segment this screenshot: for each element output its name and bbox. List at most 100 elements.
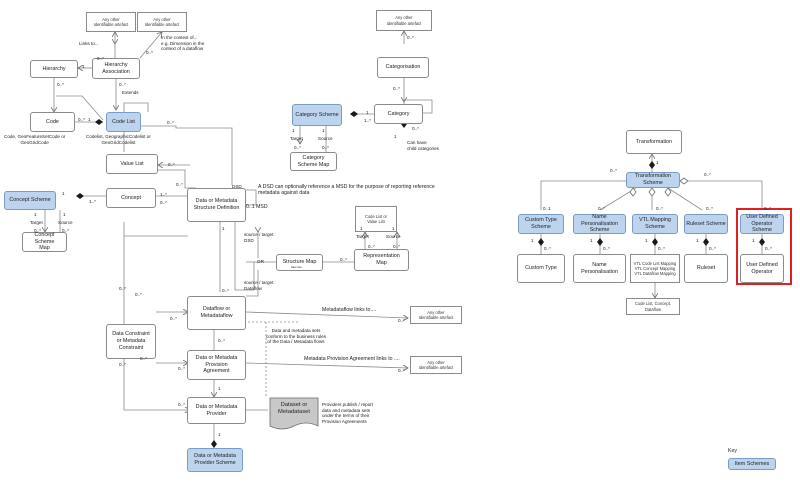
context-note: In the context of... e.g. Dimension in t… (161, 35, 205, 51)
mult-transformation: 1 (656, 160, 659, 165)
mult-rm-target: 0..* (368, 244, 375, 249)
mult-dataflow-dsd: 0..* (222, 288, 229, 293)
mult-csmap-target-b: 0..* (294, 145, 301, 150)
structure-map-box: Structure Map (276, 254, 323, 271)
mult-concept-scheme-b: 1..* (89, 199, 96, 204)
mult-ct-one: 1 (531, 238, 534, 243)
mult-categorisation-up: 0..* (407, 35, 414, 40)
transformation-box: Transformation (626, 130, 682, 154)
mult-rs-scheme: 0..* (706, 206, 713, 211)
mult-csm-source: 1 (63, 212, 66, 217)
mult-rm-target-one: 1 (360, 226, 363, 231)
key-item-schemes: Item Schemes (728, 458, 776, 470)
mult-ha-hierarchy: 1 (82, 64, 85, 69)
mult-categorisation: 0..* (393, 86, 400, 91)
mult-constraint-provider: 0..* (119, 362, 126, 367)
or-label: OR (257, 259, 264, 264)
has-rule-label: has rule (291, 265, 302, 269)
ruleset-box: Ruleset (684, 254, 728, 283)
concept-scheme-map-box: Concept Scheme Map (22, 232, 67, 252)
category-map-source: Source (318, 136, 333, 141)
udo-highlight (736, 208, 792, 285)
composition-diamonds (76, 111, 765, 448)
mult-concept-dsd-a: 0..* (176, 182, 183, 187)
mult-category-child: 1 (394, 134, 397, 139)
mult-ts-b: 0..* (704, 172, 711, 177)
mult-ts-a: 0..* (610, 168, 617, 173)
mult-code-codelist: 1 (88, 117, 91, 122)
mult-dsd-dataflow: 1 (222, 226, 225, 231)
mult-ha-links: 0..* (97, 56, 104, 61)
hierarchy-box: Hierarchy (30, 60, 78, 78)
data-constraint-box: Data Constraint or Metadata Constraint (106, 324, 156, 359)
category-scheme-box: Category Scheme (292, 104, 342, 126)
mult-codelist-dsd: 0..* (167, 120, 174, 125)
conform-note: Data and metadata sets conform to the bu… (266, 328, 327, 344)
mult-sm-rm: 0..* (340, 257, 347, 262)
udo-scheme-box: User Defined Operator Scheme (740, 214, 784, 234)
code-list-box: Code List (106, 112, 141, 132)
mult-udo-scheme: 0..* (764, 206, 771, 211)
mult-vtl-one: 1 (645, 238, 648, 243)
custom-type-scheme-box: Custom Type Scheme (518, 214, 564, 234)
source-target-dataflow: source / target Dataflow (244, 280, 274, 291)
mult-pa-dataflow: 0..* (218, 338, 225, 343)
mult-csmap-source: 1 (322, 128, 325, 133)
mult-valuelist: 0..* (168, 162, 175, 167)
mult-ha-context: 0..* (146, 50, 153, 55)
mult-metadataflow-links: 0..* (398, 318, 405, 323)
name-personalisation-box: Name Personalisation (573, 254, 626, 283)
concept-box: Concept (106, 188, 156, 208)
transformation-scheme-box: Transformation Scheme (626, 172, 680, 188)
mult-hier-code: 0..* (57, 82, 64, 87)
provision-agreement-box: Data or Metadata Provision Agreement (187, 350, 246, 380)
dataset-label: Dataset or Metadataset (278, 401, 310, 415)
mult-code: 0..* (78, 117, 85, 122)
mult-rm-source: 0..* (393, 244, 400, 249)
any-other-artefact-3: Any other Identifiable artefact (410, 306, 462, 324)
mult-constraint-pa: 0..* (140, 356, 147, 361)
vtl-targets-box: Code List, Concept, Dataflow (626, 298, 680, 315)
category-scheme-map-box: Category Scheme Map (290, 152, 337, 171)
value-list-box: Value List (106, 154, 158, 174)
mult-pa-left: 0..* (178, 366, 185, 371)
mult-constraint-a: 0..* (119, 286, 126, 291)
mult-concept-dsd-c: 0..* (160, 200, 167, 205)
vtl-mappings-box: VTL Code List Mapping VTL Concept Mappin… (630, 254, 680, 283)
data-provider-box: Data or Metadata Provider (187, 397, 246, 424)
ruleset-scheme-box: Ruleset Scheme (684, 214, 728, 234)
mult-np-scheme: 0..* (598, 206, 605, 211)
codelist-examples: Codelist, GeographicCodelist or GeoGridC… (86, 134, 151, 145)
mult-category-child-b: 0..* (412, 126, 419, 131)
mult-category-left-b: 1..* (364, 118, 371, 123)
mult-provider-scheme: 1 (218, 432, 221, 437)
mult-category-left: 1 (366, 110, 369, 115)
extends-label: Extends (122, 90, 139, 95)
mult-rs-many: 0..* (709, 246, 716, 251)
mult-csm-target-b: 0..* (34, 228, 41, 233)
any-other-artefact-4: Any other Identifiable artefact (410, 356, 462, 374)
categorisation-box: Categorisation (377, 57, 429, 78)
hierarchy-association-box: Hierarchy Association (92, 58, 140, 79)
dsd-tag: DSD (232, 184, 242, 189)
representation-map-target: Target (356, 234, 369, 239)
structure-definition-box: Data or Metadata Structure Definition (187, 188, 246, 222)
dataset-shape (269, 397, 319, 430)
representation-map-box: Representation Map (354, 249, 409, 271)
mult-concept-scheme: 1 (62, 191, 65, 196)
mult-udo-one: 1 (752, 238, 755, 243)
concept-map-source: Source (58, 220, 73, 225)
mult-vtl-many: 0..* (658, 246, 665, 251)
mult-pa-provider: 1 (218, 386, 221, 391)
udo-box: User Defined Operator (740, 254, 784, 283)
mult-provision-links: 0..* (398, 368, 405, 373)
mult-rm-source-one: 1 (392, 226, 395, 231)
category-map-target: Target (290, 136, 303, 141)
any-other-artefact-2: Any other Identifiable artefact (137, 12, 187, 32)
links-to-label: Links to... (79, 41, 99, 46)
code-list-or-value-list-box: Code List or Value List (355, 206, 397, 232)
mult-ct-scheme: 0..1 (543, 206, 551, 211)
mult-ct-many: 0..* (544, 246, 551, 251)
